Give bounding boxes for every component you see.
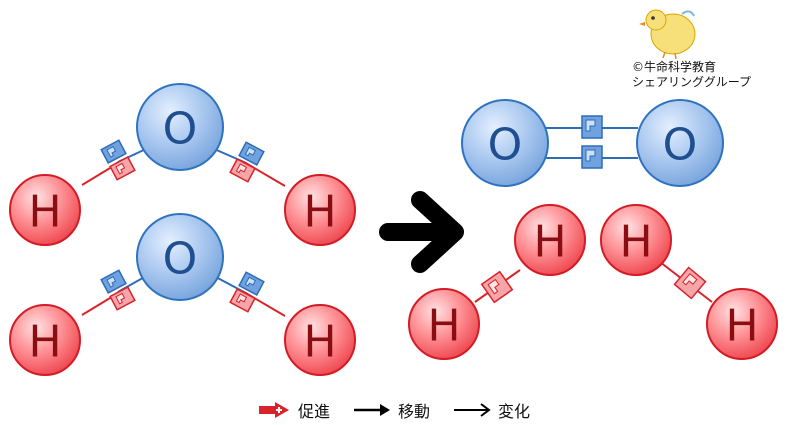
promote-arrow-icon	[259, 402, 289, 418]
hydrogen-label: H	[725, 301, 758, 352]
hydrogen-atom	[9, 174, 81, 246]
oxygen-label: O	[488, 120, 523, 171]
hydrogen-atom	[284, 304, 356, 376]
oxygen-label: O	[163, 104, 198, 155]
legend-item-promote: 促進	[258, 398, 330, 422]
oxygen-double-bond-blocks	[581, 115, 603, 169]
electron-pair-blocks	[100, 139, 265, 313]
oxygen-atom	[636, 99, 724, 187]
legend: 促進 移動 変化	[258, 398, 552, 422]
hydrogen-atom	[9, 304, 81, 376]
credit-line-1: ©牛命科学教育	[632, 60, 717, 74]
oxygen-atom	[136, 83, 224, 171]
move-arrow-icon	[354, 404, 391, 416]
oxygen-atom	[461, 99, 549, 187]
hydrogen-label: H	[28, 317, 61, 368]
reaction-arrow	[379, 191, 464, 273]
chick-mascot-logo	[639, 9, 696, 60]
h2-bond-block-right	[673, 266, 707, 300]
hydrogen-label: H	[303, 187, 336, 238]
legend-item-move: 移動	[352, 398, 430, 422]
legend-label-move: 移動	[398, 402, 431, 421]
hydrogen-label: H	[303, 317, 336, 368]
hydrogen-atom	[706, 288, 778, 360]
h2-bond-block-left	[480, 270, 514, 304]
oxygen-label: O	[663, 120, 698, 171]
oxygen-atom	[136, 213, 224, 301]
copyright-credit: ©牛命科学教育 シェアリンググループ	[632, 60, 751, 90]
legend-label-promote: 促進	[298, 402, 331, 421]
hydrogen-atom	[600, 204, 672, 276]
change-arrow-icon	[454, 403, 491, 417]
hydrogen-label: H	[427, 301, 460, 352]
hydrogen-atom	[284, 174, 356, 246]
legend-label-change: 変化	[498, 402, 531, 421]
hydrogen-label: H	[533, 217, 566, 268]
hydrogen-atom	[514, 204, 586, 276]
legend-item-change: 変化	[452, 398, 530, 422]
hydrogen-label: H	[28, 187, 61, 238]
credit-line-2: シェアリンググループ	[632, 75, 752, 89]
hydrogen-label: H	[619, 217, 652, 268]
oxygen-label: O	[163, 234, 198, 285]
hydrogen-atom	[408, 288, 480, 360]
